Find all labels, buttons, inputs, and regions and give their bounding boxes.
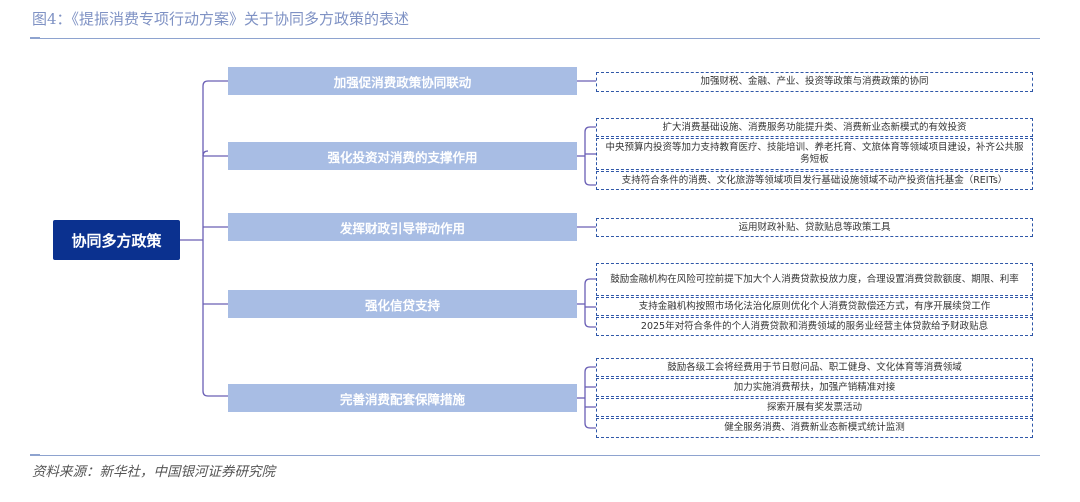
branch-node-2: 强化投资对消费的支撑作用 [228, 142, 577, 170]
leaf-bracket-2 [584, 126, 596, 186]
source-divider [30, 454, 1040, 456]
branch-node-1: 加强促消费政策协同联动 [228, 67, 577, 95]
title-divider [30, 37, 1040, 39]
leaf-item: 支持符合条件的消费、文化旅游等领域项目发行基础设施领域不动产投资信托基金（REI… [596, 171, 1033, 190]
leaf-bracket-5 [584, 366, 596, 429]
leaf-item: 加力实施消费帮扶，加强产销精准对接 [596, 378, 1033, 397]
branch-connector-2 [202, 150, 209, 157]
leaf-item: 中央预算内投资等加力支持教育医疗、技能培训、养老托育、文旅体育等领域项目建设，补… [596, 138, 1033, 170]
root-node: 协同多方政策 [53, 220, 180, 260]
leaf-item: 扩大消费基础设施、消费服务功能提升类、消费新业态新模式的有效投资 [596, 118, 1033, 137]
leaf-item: 2025年对符合条件的个人消费贷款和消费领域的服务业经营主体贷款给予财政贴息 [596, 317, 1033, 336]
branch-node-4: 强化信贷支持 [228, 290, 577, 318]
figure-title: 图4：《提振消费专项行动方案》关于协同多方政策的表述 [32, 10, 410, 28]
leaf-item: 加强财税、金融、产业、投资等政策与消费政策的协同 [596, 72, 1033, 92]
leaf-item: 探索开展有奖发票活动 [596, 398, 1033, 417]
leaf-item: 健全服务消费、消费新业态新模式统计监测 [596, 418, 1033, 438]
leaf-item: 鼓励各级工会将经费用于节日慰问品、职工健身、文化体育等消费领域 [596, 358, 1033, 377]
branch-node-3: 发挥财政引导带动作用 [228, 213, 577, 241]
branch-node-5: 完善消费配套保障措施 [228, 384, 577, 412]
leaf-item: 运用财政补贴、贷款贴息等政策工具 [596, 218, 1033, 237]
leaf-item: 支持金融机构按照市场化法治化原则优化个人消费贷款偿还方式，有序开展续贷工作 [596, 297, 1033, 316]
leaf-item: 鼓励金融机构在风险可控前提下加大个人消费贷款投放力度，合理设置消费贷款额度、期限… [596, 263, 1033, 296]
trunk-line [202, 80, 228, 397]
leaf-bracket-4 [584, 278, 596, 328]
source-note: 资料来源：新华社，中国银河证券研究院 [32, 464, 275, 480]
